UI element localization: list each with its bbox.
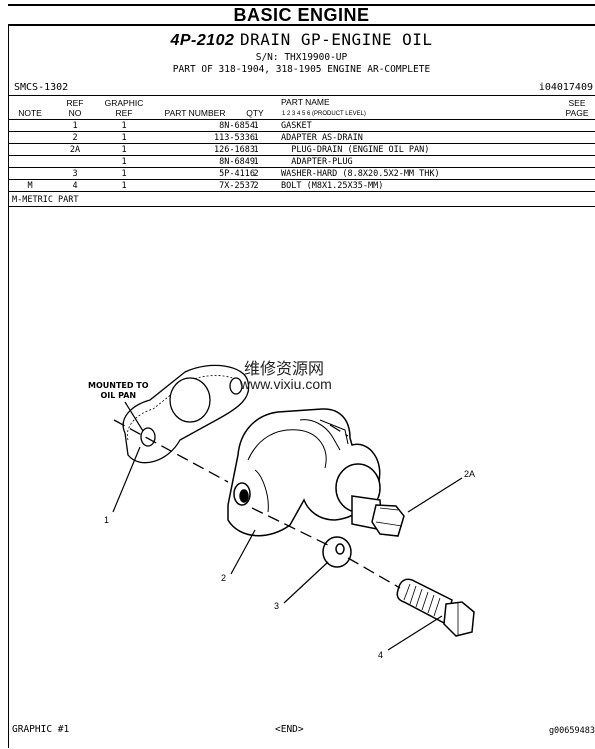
col-part-name: PART NAME xyxy=(281,97,330,107)
row-ref-no: 2A xyxy=(69,145,81,155)
col-qty: QTY xyxy=(246,108,264,118)
part-number-title: 4P-2102 xyxy=(170,32,235,49)
row-part-name: ADAPTER-PLUG xyxy=(281,157,353,167)
row-part-number: 5P-4116 xyxy=(219,169,255,179)
col-part-number: PART NUMBER xyxy=(164,108,226,118)
col-see-page-2: PAGE xyxy=(565,108,589,118)
row-ref-no: 2 xyxy=(72,133,78,143)
page-frame xyxy=(8,4,595,748)
callout-4: 4 xyxy=(378,650,384,660)
col-see-page-1: SEE xyxy=(568,98,586,108)
row-qty: 1 xyxy=(253,133,259,143)
row-divider xyxy=(8,143,595,144)
row-ref-no: 1 xyxy=(72,121,78,131)
row-graphic-ref: 1 xyxy=(121,169,127,179)
part-title: 4P-2102 DRAIN GP-ENGINE OIL xyxy=(8,30,595,50)
document-id: i04017409 xyxy=(538,82,593,93)
row-graphic-ref: 1 xyxy=(121,157,127,167)
row-note: M xyxy=(27,181,33,191)
row-part-number: 8N-6849 xyxy=(219,157,255,167)
row-divider xyxy=(8,155,595,156)
row-divider xyxy=(8,191,595,192)
col-graphic-ref-2: REF xyxy=(115,108,133,118)
table-top-rule xyxy=(8,95,595,96)
row-graphic-ref: 1 xyxy=(121,121,127,131)
row-graphic-ref: 1 xyxy=(121,133,127,143)
row-part-name: PLUG-DRAIN (ENGINE OIL PAN) xyxy=(281,145,430,155)
row-graphic-ref: 1 xyxy=(121,145,127,155)
row-qty: 2 xyxy=(253,169,259,179)
metric-note: M-METRIC PART xyxy=(12,195,79,205)
row-part-number: 126-1683 xyxy=(214,145,255,155)
graphic-id: g00659483 xyxy=(548,726,595,736)
section-title-bar: BASIC ENGINE xyxy=(8,4,595,26)
row-ref-no: 4 xyxy=(72,181,78,191)
callout-2: 2 xyxy=(221,573,227,583)
row-qty: 1 xyxy=(253,121,259,131)
row-qty: 1 xyxy=(253,145,259,155)
part-of: PART OF 318-1904, 318-1905 ENGINE AR-COM… xyxy=(172,64,431,75)
part-description: DRAIN GP-ENGINE OIL xyxy=(240,30,433,49)
serial-number: S/N: THX19900-UP xyxy=(255,52,348,63)
row-part-name: ADAPTER AS-DRAIN xyxy=(281,133,363,143)
watermark-chinese: 维修资源网 xyxy=(244,359,325,378)
row-part-number: 8N-6854 xyxy=(219,121,255,131)
table-header-rule xyxy=(8,119,595,120)
col-graphic-ref-1: GRAPHIC xyxy=(104,98,144,108)
bolt-drawing xyxy=(396,578,475,637)
section-title: BASIC ENGINE xyxy=(233,5,370,25)
row-divider xyxy=(8,131,595,132)
row-qty: 1 xyxy=(253,157,259,167)
mounted-to-oil-pan-label: MOUNTED TO OIL PAN xyxy=(88,381,149,400)
gasket-drawing xyxy=(122,364,250,464)
callout-3: 3 xyxy=(274,601,280,611)
row-qty: 2 xyxy=(253,181,259,191)
row-ref-no: 3 xyxy=(72,169,78,179)
row-graphic-ref: 1 xyxy=(121,181,127,191)
col-product-level: 1 2 3 4 5 6 (PRODUCT LEVEL) xyxy=(282,111,366,117)
callout-2a: 2A xyxy=(464,469,476,479)
row-divider xyxy=(8,179,595,180)
row-part-name: BOLT (M8X1.25X35-MM) xyxy=(281,181,384,191)
col-ref-2: NO xyxy=(68,108,82,118)
row-part-name: WASHER-HARD (8.8X20.5X2-MM THK) xyxy=(281,169,440,179)
callout-1: 1 xyxy=(104,515,110,525)
row-part-number: 7X-2537 xyxy=(219,181,255,191)
end-marker: <END> xyxy=(275,724,304,735)
callout-leaders xyxy=(112,401,463,651)
assembly-axis-lines xyxy=(113,419,401,589)
graphic-number: GRAPHIC #1 xyxy=(12,724,70,735)
col-ref-1: REF xyxy=(66,98,84,108)
smcs-code: SMCS-1302 xyxy=(14,82,69,93)
washer-drawing xyxy=(322,536,352,568)
row-part-number: 113-5336 xyxy=(214,133,255,143)
row-part-name: GASKET xyxy=(281,121,312,131)
col-note: NOTE xyxy=(18,108,42,118)
row-divider xyxy=(8,167,595,168)
drain-plug-drawing xyxy=(351,495,405,537)
table-bottom-rule xyxy=(8,206,595,207)
watermark-url: www.vixiu.com xyxy=(240,376,332,392)
